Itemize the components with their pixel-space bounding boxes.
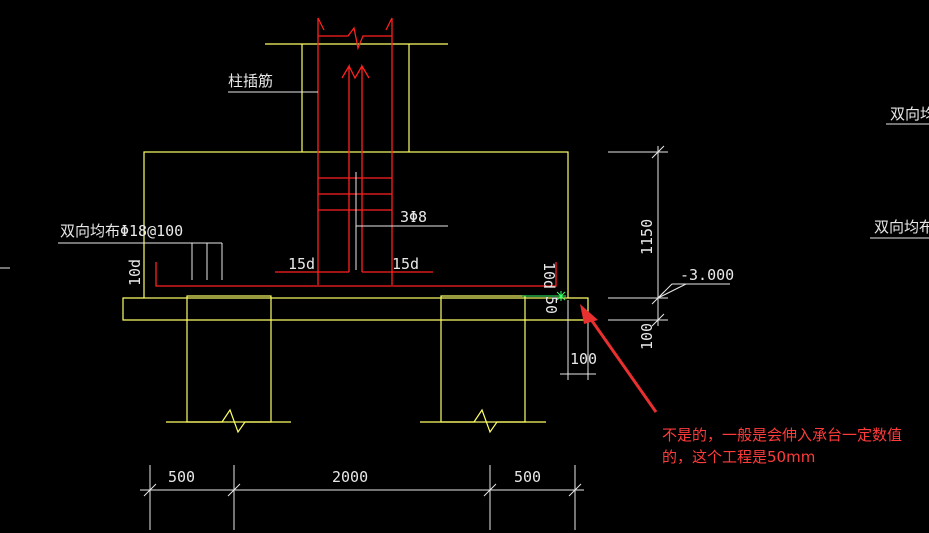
elevation-text: -3.000 xyxy=(680,266,734,284)
pile-right xyxy=(440,295,526,423)
dim-1150-text: 1150 xyxy=(638,219,656,255)
dimension-lines xyxy=(0,91,929,530)
dim-chain-tick-1 xyxy=(143,483,157,497)
embed-marker xyxy=(522,291,566,301)
embed-marker-star xyxy=(556,291,566,301)
arrow-shaft xyxy=(588,317,658,413)
bottom-mesh-bar xyxy=(155,262,557,287)
pile-left xyxy=(186,295,272,423)
dim-100-text: 100 xyxy=(638,323,656,350)
concrete-outline xyxy=(122,43,589,434)
arrow-head xyxy=(580,304,598,324)
pile-left-break xyxy=(166,408,291,434)
dim-chain-tick-2 xyxy=(227,483,241,497)
dowel-inner-left xyxy=(341,63,350,272)
dim-chain-tick-4 xyxy=(568,483,582,497)
elevation-symbol xyxy=(657,283,730,299)
right-label-2: 双向均布Φ1 xyxy=(874,218,929,236)
stirrups-label: 3Φ8 xyxy=(400,208,427,226)
anchor-right-label: 15d xyxy=(392,255,419,273)
right-label-1: 双向均布 xyxy=(890,105,929,123)
dim-100-tick xyxy=(651,313,665,327)
pile-cap xyxy=(143,151,569,299)
annotation-note: 不是的，一般是会伸入承台一定数值的，这个工程是50mm xyxy=(662,426,903,466)
dim-chain-tick-3 xyxy=(483,483,497,497)
anchor-left-label: 15d xyxy=(288,255,315,273)
column-dowels-label: 柱插筋 xyxy=(228,72,273,90)
rebar xyxy=(155,17,557,287)
dim-overhang-text: 100 xyxy=(570,350,597,368)
cushion-layer xyxy=(122,297,589,321)
bottom-mesh-label: 双向均布Φ18@100 xyxy=(60,222,183,240)
embed-small-label: 50 xyxy=(542,296,560,314)
annotation-arrow xyxy=(580,304,658,413)
dim-500-right-text: 500 xyxy=(514,468,541,486)
dowel-inner-top xyxy=(348,65,363,80)
dowel-break-top xyxy=(317,17,393,51)
hook-left-label: 10d xyxy=(126,259,144,286)
hook-right-label: 10d xyxy=(540,262,558,289)
dim-1150-tick-top xyxy=(651,145,665,159)
dowel-inner-right xyxy=(361,63,370,272)
pile-right-break xyxy=(420,408,546,434)
dim-2000-text: 2000 xyxy=(332,468,368,486)
dim-500-left-text: 500 xyxy=(168,468,195,486)
